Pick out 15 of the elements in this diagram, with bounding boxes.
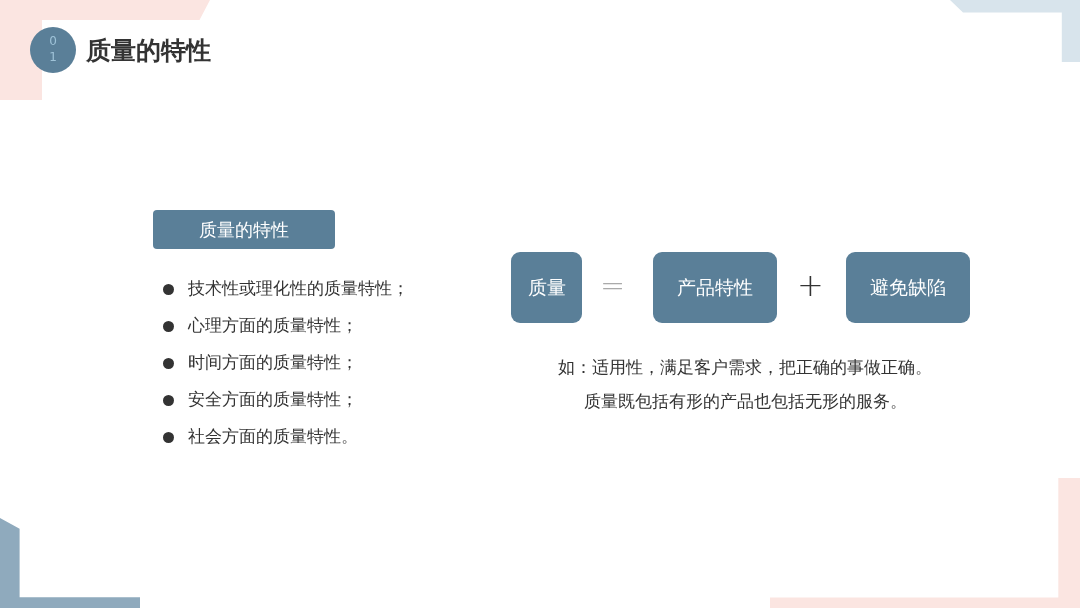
bullet-text: 时间方面的质量特性； (188, 351, 358, 374)
example-text: 质量既包括有形的产品也包括无形的服务。 (582, 390, 908, 413)
bullet-text: 心理方面的质量特性； (188, 314, 358, 337)
bullet-text: 安全方面的质量特性； (188, 388, 358, 411)
term-box: 产品特性 (653, 252, 777, 323)
example-text: 如：适用性，满足客户需求，把正确的事做正确。 (557, 356, 933, 379)
slide-title: 质量的特性 (86, 35, 211, 67)
section-tag: 质量的特性 (153, 210, 335, 249)
operator-sign: = (600, 268, 626, 303)
bullet-text: 技术性或理化性的质量特性； (188, 277, 409, 300)
term-box: 质量 (511, 252, 582, 323)
number-badge: 01 (30, 27, 76, 73)
operator-sign: + (797, 266, 824, 304)
term-box: 避免缺陷 (846, 252, 970, 323)
bullet-text: 社会方面的质量特性。 (188, 425, 358, 448)
